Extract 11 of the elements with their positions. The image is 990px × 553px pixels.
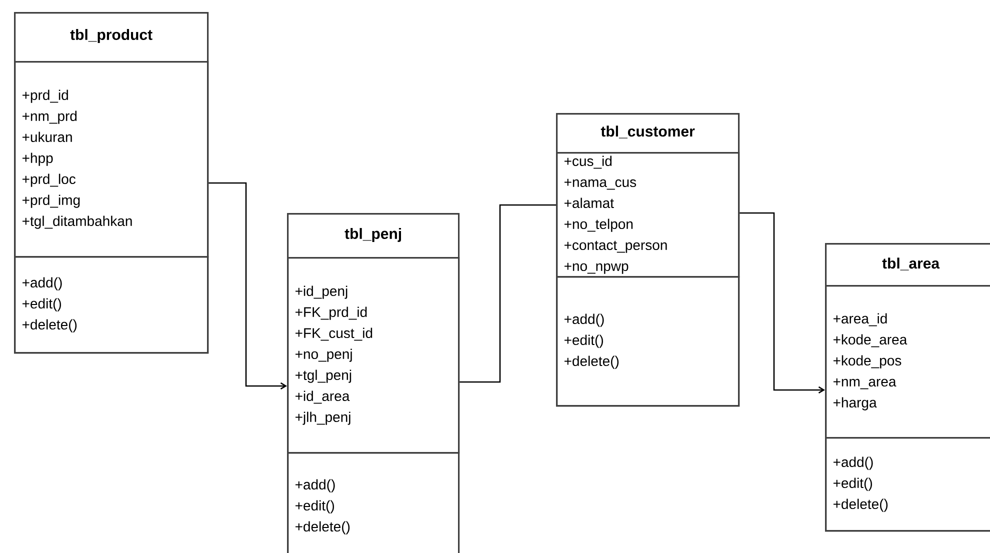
attribute-list: +id_penj +FK_prd_id +FK_cust_id +no_penj +tgl_penj +id_area +jlh_penj: [287, 257, 460, 454]
attribute-list: +area_id +kode_area +kode_pos +nm_area +harga: [825, 285, 990, 439]
connector: [460, 204, 556, 383]
method-list: +add() +edit() +delete(): [287, 452, 460, 553]
method-list: +add() +edit() +delete(): [14, 256, 209, 354]
connector: [208, 182, 287, 390]
attribute-list: +cus_id +nama_cus +alamat +no_telpon +contact_person +no_npwp: [556, 152, 740, 278]
method-list: +add() +edit() +delete(): [825, 437, 990, 532]
connector: [740, 212, 825, 394]
method-list: +add() +edit() +delete(): [556, 276, 740, 407]
attribute-list: +prd_id +nm_prd +ukuran +hpp +prd_loc +prd_img +tgl_ditambahkan: [14, 61, 209, 258]
